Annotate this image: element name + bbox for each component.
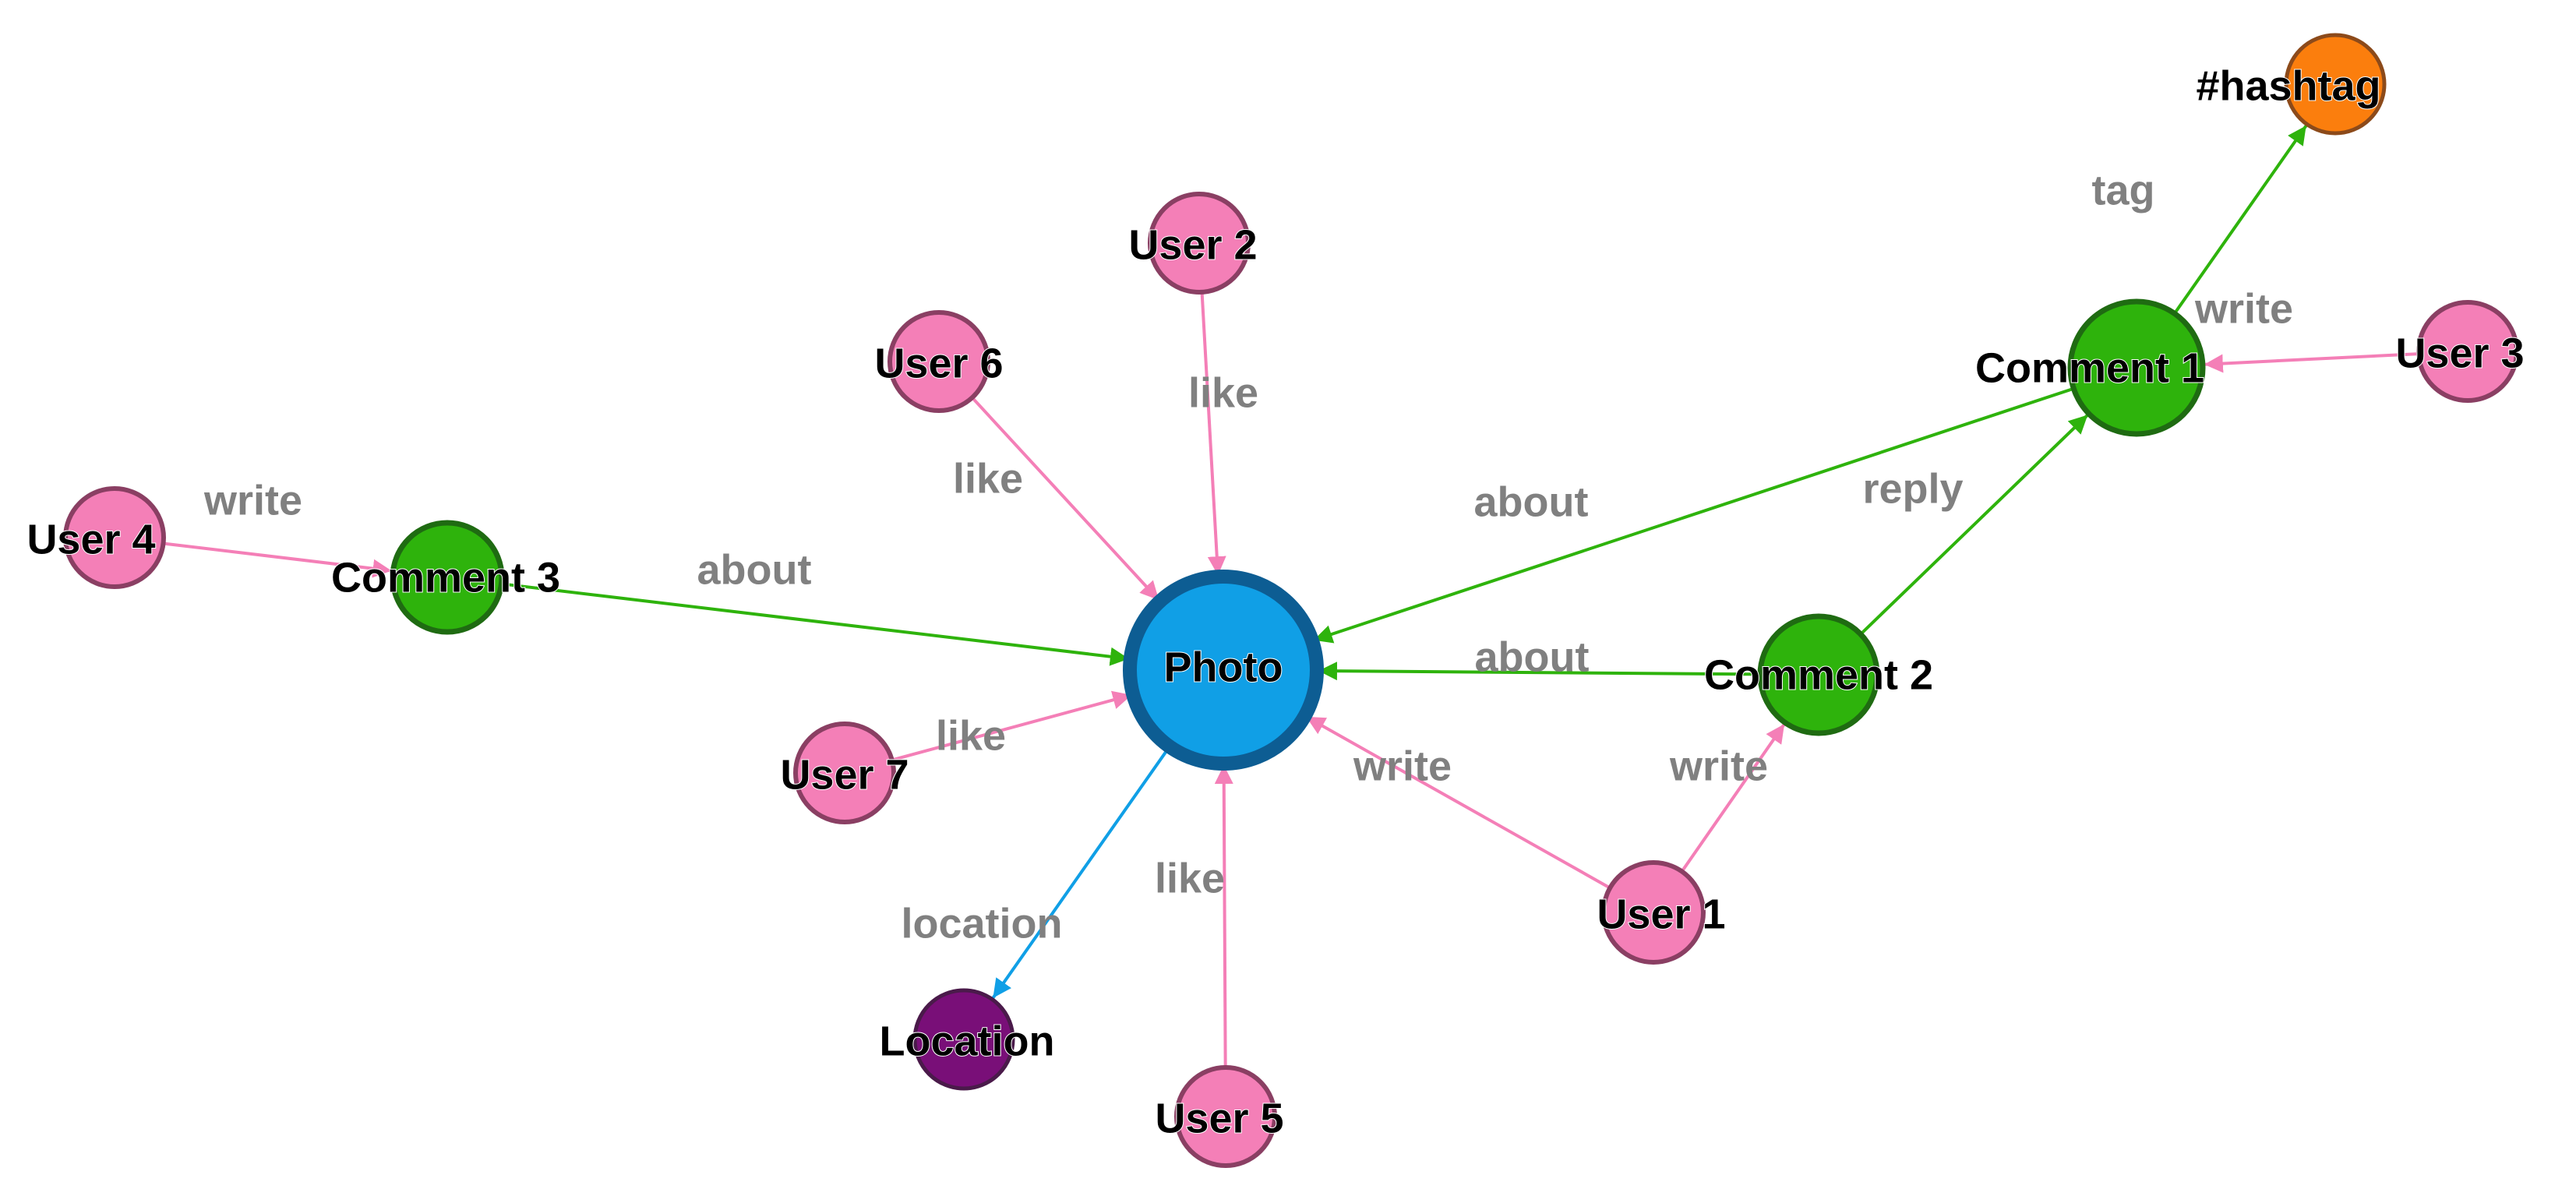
edge-label-comment2-to-photo: about bbox=[1475, 633, 1590, 680]
node-comment2[interactable] bbox=[1757, 613, 1880, 736]
edge-label-user1-to-photo: write bbox=[1353, 743, 1452, 789]
edge-label-comment1-to-hashtag: tag bbox=[2092, 167, 2155, 213]
node-comment1[interactable] bbox=[2067, 298, 2206, 437]
edge-user1-to-comment2 bbox=[1680, 723, 1786, 873]
edge-label-user7-to-photo: like bbox=[936, 712, 1006, 759]
node-user1[interactable] bbox=[1601, 860, 1706, 965]
node-circle-user1[interactable] bbox=[1601, 860, 1706, 965]
node-circle-user3[interactable] bbox=[2416, 300, 2519, 403]
edge-label-user1-to-comment2: write bbox=[1669, 743, 1768, 789]
node-circle-hashtag[interactable] bbox=[2284, 33, 2387, 136]
node-photo[interactable] bbox=[1123, 570, 1324, 771]
node-circle-user2[interactable] bbox=[1148, 192, 1251, 295]
edge-comment3-to-photo bbox=[501, 582, 1130, 666]
edge-label-user5-to-photo: like bbox=[1155, 855, 1225, 901]
edge-user4-to-comment3 bbox=[163, 542, 392, 578]
edge-label-comment3-to-photo: about bbox=[697, 546, 812, 593]
node-circle-user4[interactable] bbox=[63, 486, 166, 589]
edge-user1-to-photo bbox=[1305, 715, 1611, 890]
node-circle-comment1[interactable] bbox=[2067, 298, 2206, 437]
node-label-location: Location bbox=[880, 1018, 1055, 1064]
node-user3[interactable] bbox=[2416, 300, 2519, 403]
edge-comment2-to-photo bbox=[1318, 662, 1761, 681]
edge-label-user2-to-photo: like bbox=[1188, 369, 1258, 416]
node-user2[interactable] bbox=[1148, 192, 1251, 295]
edge-label-user6-to-photo: like bbox=[953, 455, 1023, 502]
node-label-user5: User 5 bbox=[1155, 1095, 1283, 1141]
node-label-hashtag: #hashtag bbox=[2196, 62, 2380, 109]
edge-user5-to-photo bbox=[1214, 764, 1233, 1068]
node-user7[interactable] bbox=[793, 722, 896, 824]
node-circle-user5[interactable] bbox=[1174, 1065, 1277, 1168]
edge-comment1-to-hashtag bbox=[2173, 125, 2308, 315]
node-circle-user6[interactable] bbox=[887, 310, 990, 413]
node-location[interactable] bbox=[912, 988, 1015, 1091]
node-label-comment1: Comment 1 bbox=[1975, 344, 2204, 391]
node-user6[interactable] bbox=[887, 310, 990, 413]
edge-user3-to-comment1 bbox=[2204, 352, 2419, 373]
node-label-photo: Photo bbox=[1164, 644, 1283, 690]
edge-label-comment2-to-comment1: reply bbox=[1862, 465, 1963, 512]
node-label-user1: User 1 bbox=[1597, 891, 1725, 937]
node-label-user7: User 7 bbox=[780, 751, 909, 798]
node-label-user2: User 2 bbox=[1128, 221, 1257, 268]
node-user4[interactable] bbox=[63, 486, 166, 589]
node-comment3[interactable] bbox=[390, 520, 505, 635]
nodes-layer bbox=[63, 33, 2519, 1168]
edge-comment1-to-photo bbox=[1313, 386, 2074, 644]
labels-layer: like like like like write write write write abou… bbox=[26, 62, 2525, 1142]
node-label-user4: User 4 bbox=[26, 516, 155, 563]
edge-label-photo-to-location: location bbox=[901, 900, 1062, 947]
node-label-comment3: Comment 3 bbox=[331, 554, 560, 601]
node-circle-location[interactable] bbox=[912, 988, 1015, 1091]
edge-user2-to-photo bbox=[1200, 291, 1226, 576]
edge-photo-to-location bbox=[991, 746, 1171, 999]
edge-label-user4-to-comment3: write bbox=[203, 477, 302, 524]
node-label-user3: User 3 bbox=[2395, 330, 2524, 376]
edge-user6-to-photo bbox=[971, 396, 1160, 602]
node-label-comment2: Comment 2 bbox=[1704, 651, 1933, 698]
edge-label-user3-to-comment1: write bbox=[2194, 285, 2293, 332]
edge-user7-to-photo bbox=[891, 690, 1132, 762]
edges-layer bbox=[163, 125, 2419, 1068]
edge-label-comment1-to-photo: about bbox=[1474, 478, 1589, 525]
edge-comment2-to-comment1 bbox=[1859, 413, 2089, 636]
node-hashtag[interactable] bbox=[2284, 33, 2387, 136]
node-label-user6: User 6 bbox=[874, 340, 1003, 386]
node-circle-photo[interactable] bbox=[1123, 570, 1324, 771]
node-circle-comment2[interactable] bbox=[1757, 613, 1880, 736]
node-circle-comment3[interactable] bbox=[390, 520, 505, 635]
node-circle-user7[interactable] bbox=[793, 722, 896, 824]
node-user5[interactable] bbox=[1174, 1065, 1277, 1168]
